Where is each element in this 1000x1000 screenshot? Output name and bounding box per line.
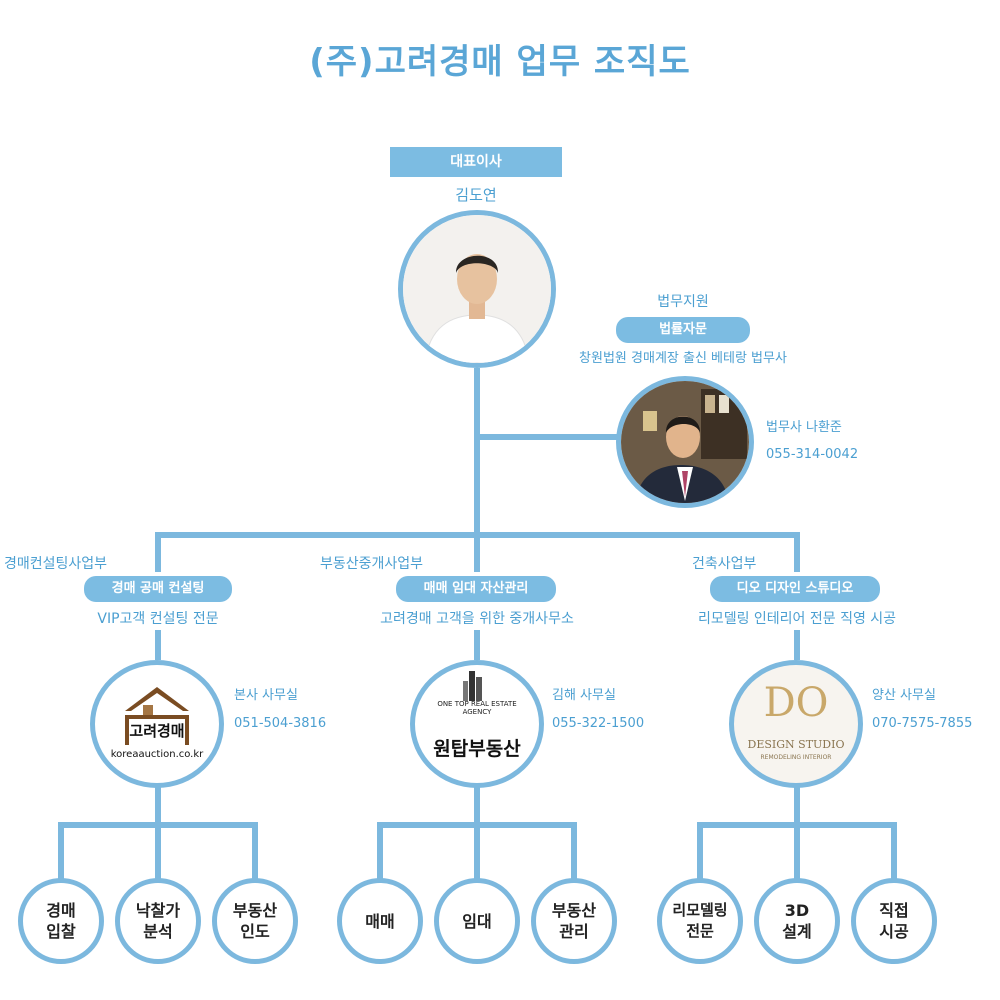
legal-description: 창원법원 경매계장 출신 베테랑 법무사 — [579, 351, 787, 366]
connector-div3-stem — [794, 786, 800, 826]
connector-div2-tag — [474, 630, 480, 660]
leaf-direct-construction: 직접 시공 — [851, 878, 937, 964]
connector-div1-stem — [155, 786, 161, 826]
ceo-photo — [398, 210, 556, 368]
lawyer-portrait-icon — [621, 381, 749, 503]
connector-div1-drop — [155, 532, 161, 572]
connector-div2-leaf2 — [474, 822, 480, 884]
leaf-sale: 매매 — [337, 878, 423, 964]
ceo-portrait-icon — [403, 215, 551, 363]
div1-logo-text: 고려경매 — [129, 722, 185, 740]
div2-logo-text: 원탑부동산 — [433, 738, 521, 760]
div2-description: 고려경매 고객을 위한 중개사무소 — [380, 611, 574, 627]
connector-div1-tag — [155, 630, 161, 660]
div1-logo-url: koreaauction.co.kr — [110, 749, 204, 760]
connector-div3-leaf3 — [891, 822, 897, 884]
leaf-property-delivery: 부동산 인도 — [212, 878, 298, 964]
div3-office: 양산 사무실 — [872, 688, 936, 703]
connector-div3-leaf2 — [794, 822, 800, 884]
leaf-auction-bid: 경매 입찰 — [18, 878, 104, 964]
leaf-3d-design: 3D 설계 — [754, 878, 840, 964]
div2-tag-pill: 매매 임대 자산관리 — [396, 576, 556, 602]
div2-logo — [410, 660, 544, 788]
div1-phone: 051-504-3816 — [234, 716, 327, 731]
legal-phone: 055-314-0042 — [766, 447, 859, 462]
div2-dept-label: 부동산중개사업부 — [320, 556, 424, 572]
leaf-property-management: 부동산 관리 — [531, 878, 617, 964]
connector-div3-tag — [794, 630, 800, 660]
div1-tag-pill: 경매 공매 컨설팅 — [84, 576, 232, 602]
connector-div2-leaf1 — [377, 822, 383, 884]
leaf-lease: 임대 — [434, 878, 520, 964]
div3-logo — [729, 660, 863, 788]
leaf-remodeling: 리모델링 전문 — [657, 878, 743, 964]
div2-phone: 055-322-1500 — [552, 716, 645, 731]
connector-div1-leaf2 — [155, 822, 161, 884]
building-logo-icon — [463, 671, 482, 701]
ceo-name: 김도연 — [455, 186, 497, 204]
div3-phone: 070-7575-7855 — [872, 716, 973, 731]
chart-title: (주)고려경매 업무 조직도 — [309, 42, 691, 82]
div3-logo-small: REMODELING INTERIOR — [760, 754, 832, 761]
div1-description: VIP고객 컨설팅 전문 — [97, 611, 219, 627]
div1-office: 본사 사무실 — [234, 688, 298, 703]
ceo-role-box: 대표이사 — [390, 147, 562, 177]
div3-tag-pill: 디오 디자인 스튜디오 — [710, 576, 880, 602]
legal-person: 법무사 나환준 — [766, 420, 842, 435]
legal-photo — [616, 376, 754, 508]
house-logo-icon — [125, 687, 189, 745]
div2-logo-small: ONE TOP REAL ESTATE AGENCY — [437, 700, 517, 716]
connector-div2-stem — [474, 786, 480, 826]
div3-logo-mark: DO — [763, 680, 829, 726]
div1-logo — [90, 660, 224, 788]
div3-logo-text: DESIGN STUDIO — [747, 738, 845, 751]
connector-div1-leaf1 — [58, 822, 64, 884]
div3-dept-label: 건축사업부 — [692, 556, 757, 572]
connector-ceo-trunk — [474, 368, 480, 538]
div3-description: 리모델링 인테리어 전문 직영 시공 — [697, 611, 897, 627]
connector-div2-leaf3 — [571, 822, 577, 884]
connector-div3-drop — [794, 532, 800, 572]
legal-tag-pill: 법률자문 — [616, 317, 750, 343]
connector-legal-branch — [474, 434, 624, 440]
connector-div2-drop — [474, 532, 480, 572]
legal-dept-label: 법무지원 — [657, 294, 709, 310]
connector-div1-leaf3 — [252, 822, 258, 884]
div2-office: 김해 사무실 — [552, 688, 616, 703]
leaf-price-analysis: 낙찰가 분석 — [115, 878, 201, 964]
connector-div3-leaf1 — [697, 822, 703, 884]
div1-dept-label: 경매컨설팅사업부 — [4, 556, 108, 572]
